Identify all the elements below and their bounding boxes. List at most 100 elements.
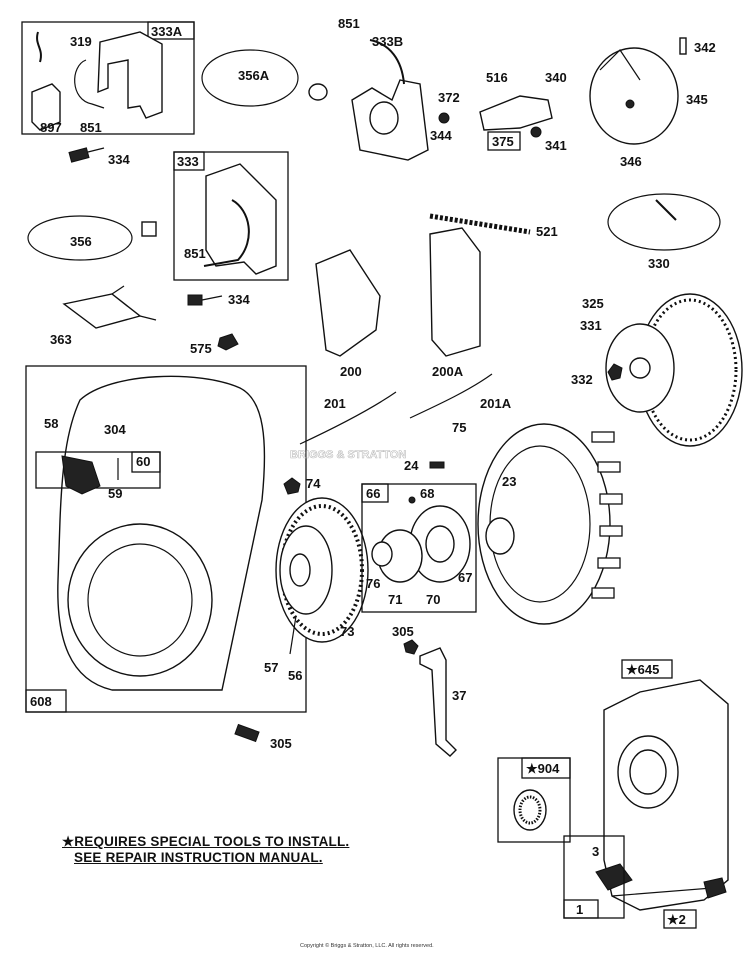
callout-334-a: 334 [108, 152, 130, 167]
callout-334-b: 334 [228, 292, 250, 307]
special-tools-note: ★REQUIRES SPECIAL TOOLS TO INSTALL. [62, 834, 350, 849]
armature-333b-wire [369, 39, 405, 85]
armature-lead [74, 59, 105, 109]
armature-333a-group: 333A 319 897 851 [21, 21, 195, 135]
callout-305-b: 305 [270, 736, 292, 751]
box-label-608: 608 [30, 694, 52, 709]
nut-575-group: 575 [190, 333, 239, 356]
callout-59: 59 [108, 486, 122, 501]
bracket-37-group: 305 37 [392, 624, 466, 757]
callout-3: 3 [592, 844, 599, 859]
callout-71: 71 [388, 592, 402, 607]
callout-575: 575 [190, 341, 212, 356]
callout-200: 200 [340, 364, 362, 379]
callout-330: 330 [648, 256, 670, 271]
callout-67: 67 [458, 570, 472, 585]
callout-341: 341 [545, 138, 567, 153]
point-cover [589, 47, 679, 145]
callout-201a: 201A [480, 396, 512, 411]
box-label-645: ★645 [626, 662, 659, 677]
box-label-1: 1 [576, 902, 583, 917]
armature-core [97, 31, 163, 119]
callout-363: 363 [50, 332, 72, 347]
bracket-200 [315, 249, 381, 357]
air-vane-37 [419, 647, 457, 757]
armature-333-group: 333 851 [173, 151, 289, 281]
callout-24: 24 [404, 458, 419, 473]
callout-851-a: 851 [80, 120, 102, 135]
breaker-arm [479, 95, 553, 131]
wire-356a-group: 356A [201, 49, 328, 107]
box-label-2: ★2 [667, 912, 686, 927]
callout-346: 346 [620, 154, 642, 169]
callout-70: 70 [426, 592, 440, 607]
callout-851-b: 851 [338, 16, 360, 31]
springs-201-group: 201 201A [299, 373, 512, 445]
callout-897: 897 [40, 120, 62, 135]
callout-73: 73 [340, 624, 354, 639]
box-label-375: 375 [492, 134, 514, 149]
callout-521: 521 [536, 224, 558, 239]
tube-521-group: 521 [429, 213, 558, 239]
callout-305-a: 305 [392, 624, 414, 639]
callout-56: 56 [288, 668, 302, 683]
callout-516: 516 [486, 70, 508, 85]
callout-345: 345 [686, 92, 708, 107]
link-201 [299, 391, 397, 445]
flywheel-group: 75 24 23 [404, 420, 623, 625]
box-label-66: 66 [366, 486, 380, 501]
breaker-assembly-group: 375 372 516 340 344 341 [430, 70, 567, 153]
cover-645-group: ★645 3 1 ★2 [563, 659, 729, 929]
callout-200a: 200A [432, 364, 464, 379]
armature-wire [36, 31, 42, 63]
screw-334-a: 334 [68, 147, 130, 167]
cover-346-group: 342 345 346 [589, 37, 716, 169]
callout-75: 75 [452, 420, 466, 435]
blower-housing-608-group: 608 60 58 304 59 [25, 365, 307, 713]
screen-325-group: 325 331 332 [571, 293, 743, 447]
box-label-333: 333 [177, 154, 199, 169]
wire-356-group: 356 [27, 215, 157, 261]
bracket-200a [429, 227, 481, 357]
armature-333b-group: 851 333B [338, 16, 429, 161]
callout-201: 201 [324, 396, 346, 411]
callout-356: 356 [70, 234, 92, 249]
wire-terminal [308, 83, 328, 101]
callout-325: 325 [582, 296, 604, 311]
callout-23: 23 [502, 474, 516, 489]
armature-leg-left [31, 83, 61, 131]
callout-57: 57 [264, 660, 278, 675]
bearing-904-group: ★904 [497, 757, 571, 843]
flywheel-key [429, 461, 445, 469]
callout-344: 344 [430, 128, 452, 143]
armature-333-body [205, 163, 277, 275]
screw-74-group: 74 [283, 476, 321, 495]
callout-333b: 333B [372, 34, 403, 49]
callout-319: 319 [70, 34, 92, 49]
callout-342: 342 [694, 40, 716, 55]
callout-68: 68 [420, 486, 434, 501]
bracket-363 [62, 293, 142, 329]
brackets-200-group: 200 200A [315, 227, 481, 379]
callout-58: 58 [44, 416, 58, 431]
callout-37: 37 [452, 688, 466, 703]
repair-manual-note: SEE REPAIR INSTRUCTION MANUAL. [74, 850, 323, 865]
starter-handle [61, 455, 101, 495]
callout-356a: 356A [238, 68, 270, 83]
bracket-363-group: 363 [50, 285, 157, 347]
watermark: BRIGGS & STRATTON [290, 449, 406, 461]
cable-330-group: 330 [607, 193, 721, 271]
callout-851-c: 851 [184, 246, 206, 261]
box-label-60: 60 [136, 454, 150, 469]
flywheel [477, 423, 611, 625]
copyright-notice: Copyright © Briggs & Stratton, LLC. All … [300, 943, 434, 949]
callout-76: 76 [366, 576, 380, 591]
callout-372: 372 [438, 90, 460, 105]
callout-304: 304 [104, 422, 126, 437]
box-label-904: ★904 [526, 761, 560, 776]
callout-332: 332 [571, 372, 593, 387]
callout-331: 331 [580, 318, 602, 333]
clutch-66-group: 66 68 76 71 70 67 [361, 483, 477, 613]
screw-334-b: 334 [187, 292, 250, 307]
